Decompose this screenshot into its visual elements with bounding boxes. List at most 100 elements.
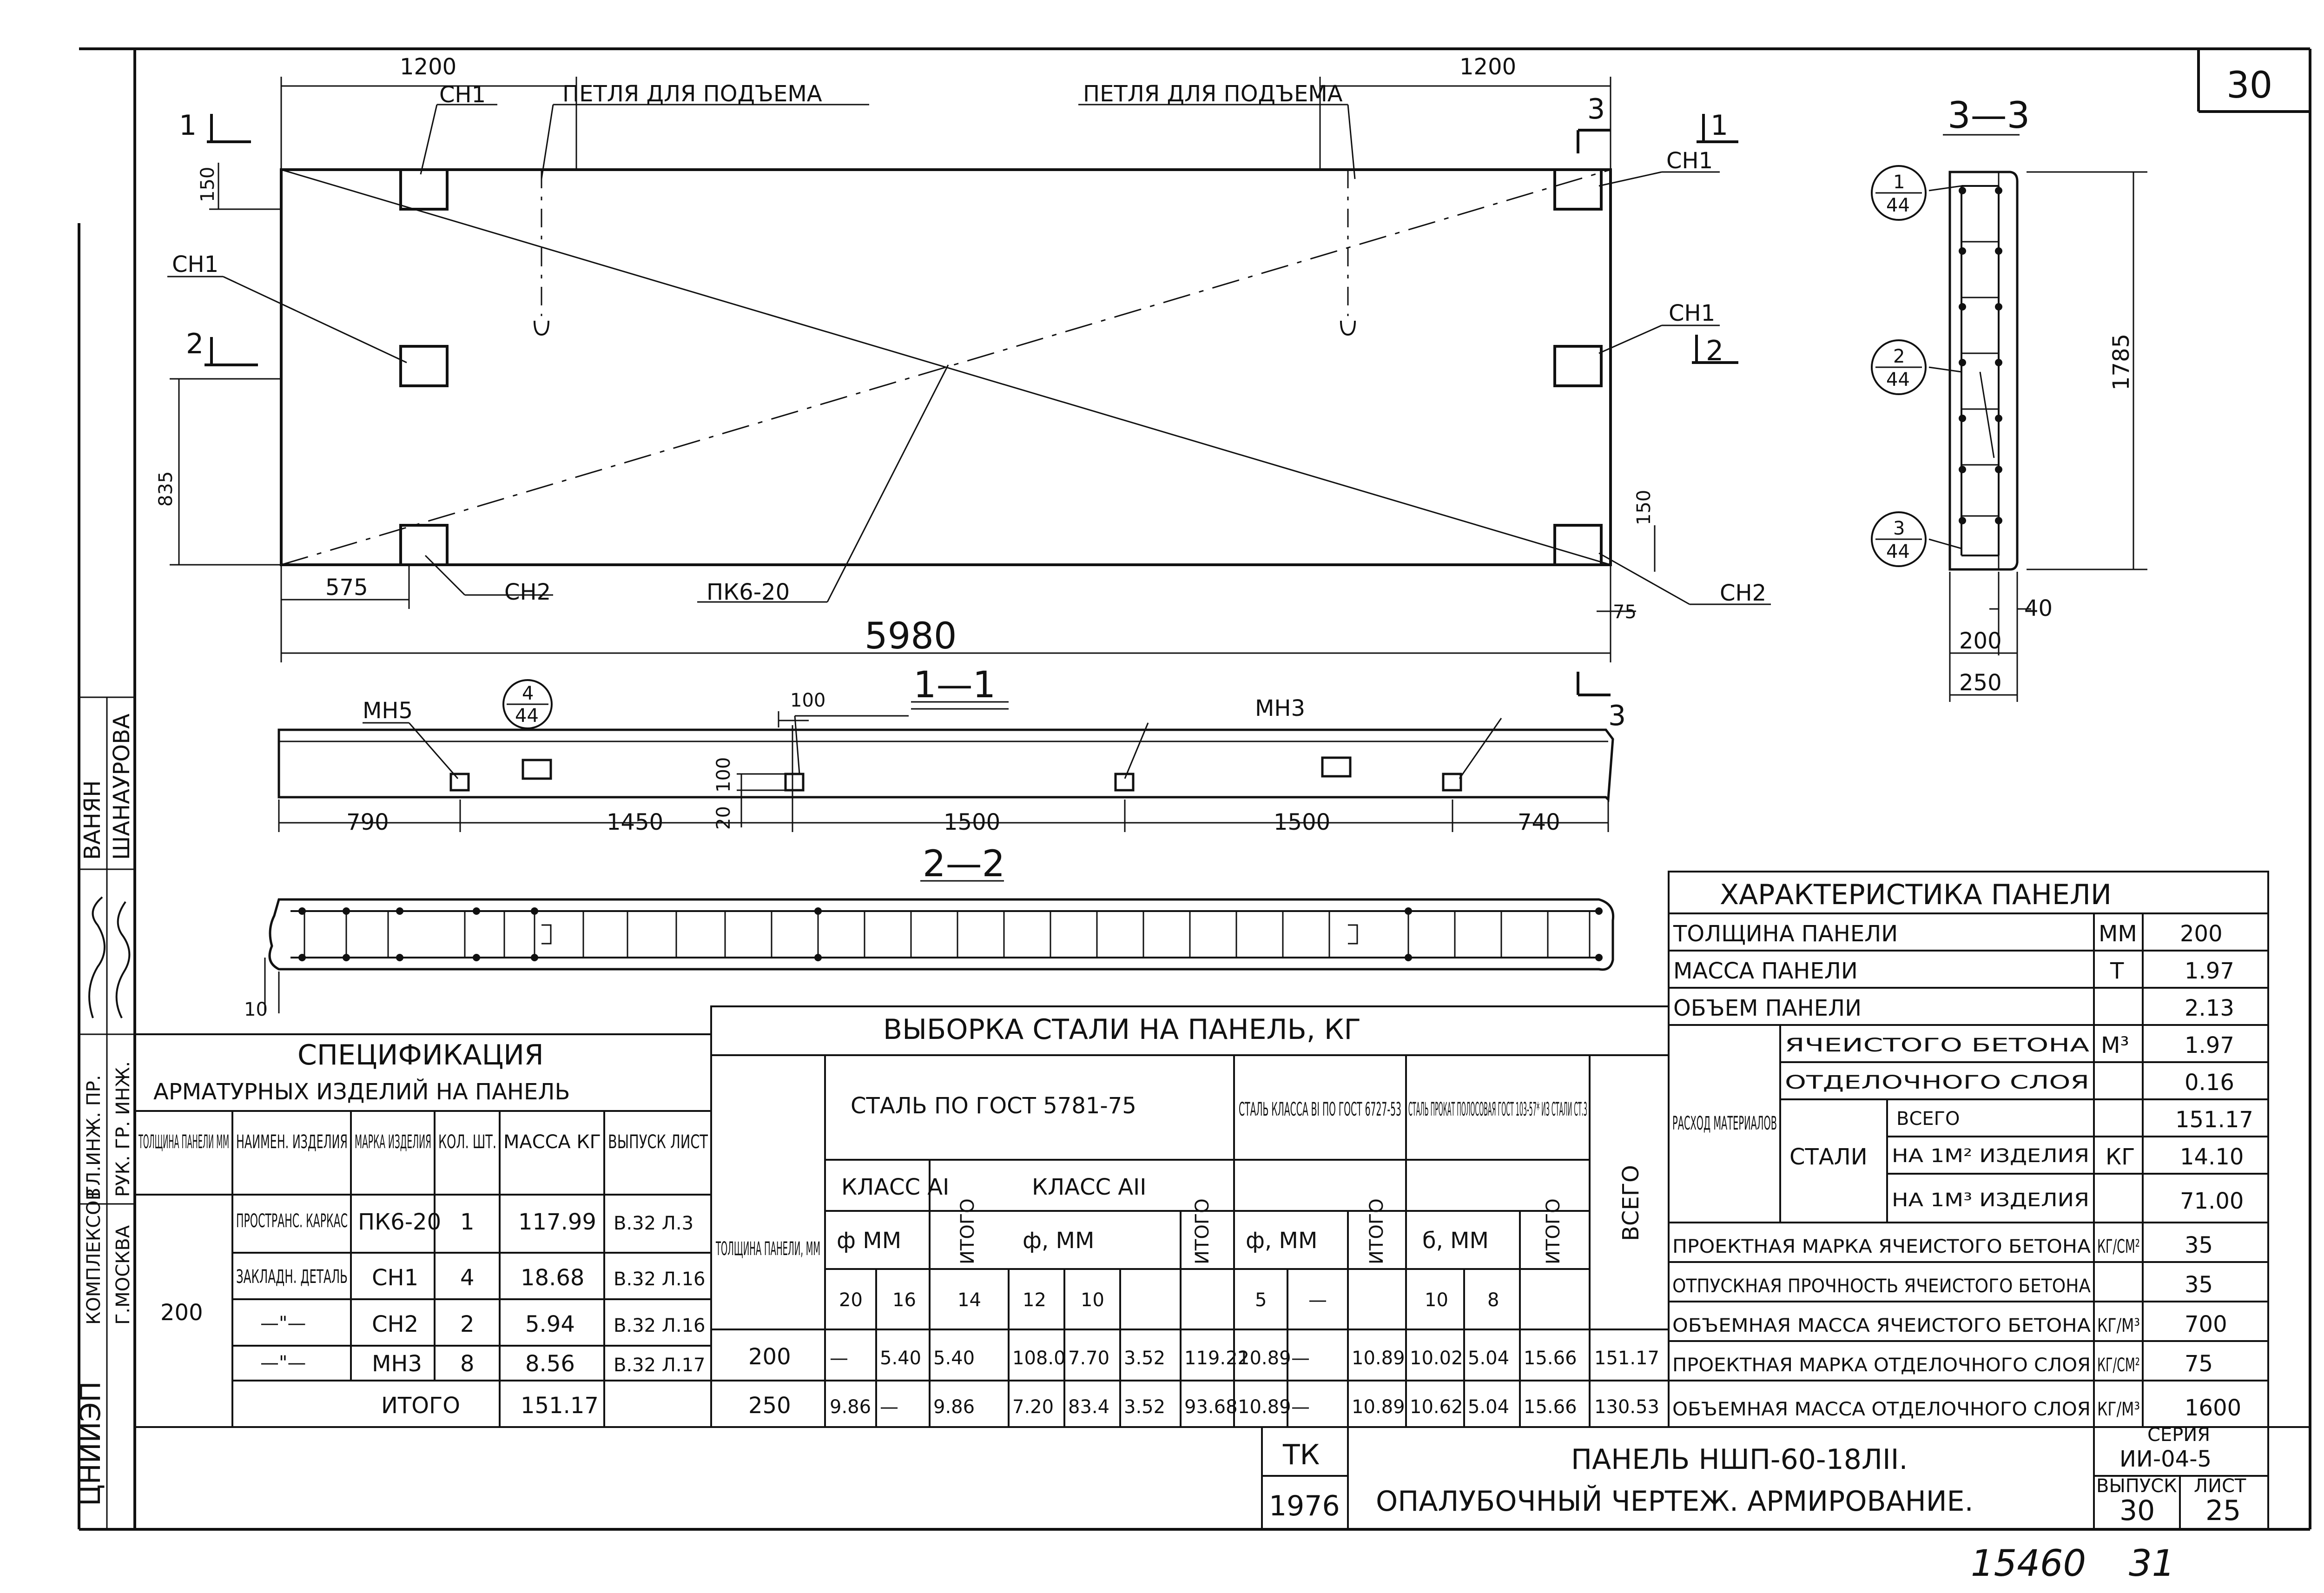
char-prop-value: 35 xyxy=(2185,1272,2213,1298)
char-mass-label: МАССА ПАНЕЛИ xyxy=(1673,958,1858,984)
label-mh5: МН5 xyxy=(363,698,413,724)
char-cons-2-value: 0.16 xyxy=(2185,1070,2234,1096)
diagonal-2 xyxy=(281,169,1611,566)
steel-cell: 151.17 xyxy=(1594,1348,1659,1369)
char-steel-label: СТАЛИ xyxy=(1789,1144,1868,1170)
steel-table: ВЫБОРКА СТАЛИ НА ПАНЕЛЬ, КГ ТОЛЩИНА ПАНЕ… xyxy=(710,1005,1670,1428)
spec-row-3: —"— СН2 2 5.94 В.32 Л.16 xyxy=(260,1311,705,1337)
bubble-2-top: 2 xyxy=(1893,346,1905,367)
strip-name-1: ВАНЯН xyxy=(79,780,106,860)
steel-itogo-1: ИТОГО xyxy=(957,1198,978,1264)
archive-number-2: 31 xyxy=(2129,1543,2175,1585)
dim-835: 835 xyxy=(155,471,177,507)
spec-h-mark: МАРКА ИЗДЕЛИЯ xyxy=(355,1131,431,1153)
spec-cell: 2 xyxy=(460,1311,475,1337)
steel-size-8: 8 xyxy=(1487,1289,1499,1311)
label-pk6-20: ПК6-20 xyxy=(706,579,790,605)
spec-title-2: АРМАТУРНЫХ ИЗДЕЛИЙ НА ПАНЕЛЬ xyxy=(153,1078,570,1105)
spec-h-thickness: ТОЛЩИНА ПАНЕЛИ ММ xyxy=(139,1131,229,1153)
dim-740: 740 xyxy=(1518,809,1560,835)
char-steel-1-label: ВСЕГО xyxy=(1896,1108,1960,1130)
dim-1200-right: 1200 xyxy=(1459,54,1516,80)
steel-cell: 9.86 xyxy=(933,1396,975,1418)
title-sub: ОПАЛУБОЧНЫЙ ЧЕРТЕЖ. АРМИРОВАНИЕ. xyxy=(1376,1484,1974,1518)
dim-40: 40 xyxy=(2024,595,2053,621)
spec-cell: СН1 xyxy=(372,1265,418,1291)
title-sheet-label: ЛИСТ xyxy=(2194,1475,2246,1497)
label-ch1-d: СН1 xyxy=(1669,300,1715,326)
spec-row-1: ПРОСТРАНС. КАРКАС ПК6-20 1 117.99 В.32 Л… xyxy=(236,1209,693,1235)
spec-cell: 8.56 xyxy=(525,1351,575,1377)
dim-200: 200 xyxy=(1959,628,2002,654)
spec-cell: В.32 Л.17 xyxy=(614,1355,705,1376)
char-prop-value: 75 xyxy=(2185,1351,2213,1377)
plate-ch1-mid-left xyxy=(399,345,449,387)
steel-cell: 5.40 xyxy=(880,1348,921,1369)
label-lift-loop-1: ПЕТЛЯ ДЛЯ ПОДЪЕМА xyxy=(562,81,822,107)
char-prop-value: 1600 xyxy=(2185,1395,2241,1421)
char-steel-2-value: 14.10 xyxy=(2180,1144,2244,1170)
spec-h-mass: МАССА КГ xyxy=(503,1131,601,1153)
dim-150-top: 150 xyxy=(197,167,218,202)
dim-250: 250 xyxy=(1959,670,2002,696)
steel-cell: — xyxy=(830,1348,848,1369)
spec-cell: 1 xyxy=(460,1209,475,1235)
steel-itogo-2: ИТОГО xyxy=(1192,1198,1213,1264)
strip-role-2: РУК. ГР. ИНЖ. xyxy=(112,1061,134,1197)
steel-size-12: 12 xyxy=(1023,1289,1046,1311)
plate-ch2-bottom-left xyxy=(399,524,449,566)
steel-cell: 3.52 xyxy=(1124,1396,1165,1418)
char-mass-value: 1.97 xyxy=(2185,958,2234,984)
steel-cell: 108.0 xyxy=(1012,1348,1066,1369)
section-1-1: 4 44 1—1 МН5 МН3 100 100 20 790 1450 150… xyxy=(277,664,1614,835)
bubble-4-top: 4 xyxy=(522,683,534,704)
char-consumption-label: РАСХОД МАТЕРИАЛОВ xyxy=(1672,1113,1777,1134)
char-prop-label: ПРОЕКТНАЯ МАРКА ОТДЕЛОЧНОГО СЛОЯ xyxy=(1672,1355,2091,1376)
section-3-3-title: 3—3 xyxy=(1948,95,2030,137)
strip-org: ЦНИИЭП xyxy=(74,1381,107,1506)
char-kg-unit: КГ xyxy=(2106,1144,2135,1170)
plate-ch1-mid-right xyxy=(1553,345,1603,387)
cut-3-bottom: 3 xyxy=(1608,700,1626,732)
steel-cell: 5.04 xyxy=(1468,1396,1509,1418)
spec-row-4: —"— МН3 8 8.56 В.32 Л.17 xyxy=(260,1351,705,1377)
bubble-2-bottom: 44 xyxy=(1886,369,1910,390)
steel-cell: 10.89 xyxy=(1352,1348,1405,1369)
char-prop-label: ПРОЕКТНАЯ МАРКА ЯЧЕИСТОГО БЕТОНА xyxy=(1672,1236,2091,1257)
spec-cell: 18.68 xyxy=(521,1265,584,1291)
section-2-2: 2—2 xyxy=(244,843,1615,1020)
spec-table: СПЕЦИФИКАЦИЯ АРМАТУРНЫХ ИЗДЕЛИЙ НА ПАНЕЛ… xyxy=(134,1033,712,1428)
section-2-2-title: 2—2 xyxy=(923,843,1005,885)
dim-1785: 1785 xyxy=(2108,334,2134,390)
title-issue-label: ВЫПУСК xyxy=(2096,1475,2177,1497)
title-sheet-value: 25 xyxy=(2205,1494,2241,1527)
panel-outline xyxy=(280,168,1612,566)
steel-phi-ai: ф ММ xyxy=(837,1228,901,1254)
dim-790: 790 xyxy=(346,809,389,835)
steel-itogo-4: ИТОГО xyxy=(1543,1198,1564,1264)
detail-bubble-3 xyxy=(1871,511,1927,567)
char-steel-3-label: НА 1М³ ИЗДЕЛИЯ xyxy=(1892,1190,2089,1211)
spec-cell: 4 xyxy=(460,1265,475,1291)
steel-delta: б, ММ xyxy=(1422,1228,1489,1254)
steel-cell: 5.04 xyxy=(1468,1348,1509,1369)
steel-phi-aii: ф, ММ xyxy=(1023,1228,1094,1254)
char-prop-unit: КГ/СМ² xyxy=(2097,1236,2140,1257)
bubble-4-bottom: 44 xyxy=(515,705,539,727)
section-3-3-outline xyxy=(1948,171,2019,571)
title-series-value: ИИ-04-5 xyxy=(2119,1446,2212,1472)
char-prop-unit: КГ/М³ xyxy=(2097,1399,2140,1420)
spec-total-value: 151.17 xyxy=(521,1393,599,1419)
label-mh3: МН3 xyxy=(1255,695,1305,721)
spec-row-2: ЗАКЛАДН. ДЕТАЛЬ СН1 4 18.68 В.32 Л.16 xyxy=(236,1265,705,1291)
steel-cell: 3.52 xyxy=(1124,1348,1165,1369)
spec-h-name: НАИМЕН. ИЗДЕЛИЯ xyxy=(236,1131,348,1153)
char-cons-1-label: ЯЧЕИСТОГО БЕТОНА xyxy=(1785,1035,2090,1056)
steel-col-thickness: ТОЛЩИНА ПАНЕЛИ, ММ xyxy=(716,1238,820,1260)
char-prop-label: ОБЪЕМНАЯ МАССА ЯЧЕИСТОГО БЕТОНА xyxy=(1672,1315,2091,1336)
steel-group-bi: СТАЛЬ КЛАССА ВI ПО ГОСТ 6727-53 xyxy=(1239,1099,1401,1120)
steel-cell: 7.70 xyxy=(1068,1348,1109,1369)
steel-phi-bi: ф, ММ xyxy=(1246,1228,1317,1254)
steel-cell: 10.02 xyxy=(1410,1348,1463,1369)
